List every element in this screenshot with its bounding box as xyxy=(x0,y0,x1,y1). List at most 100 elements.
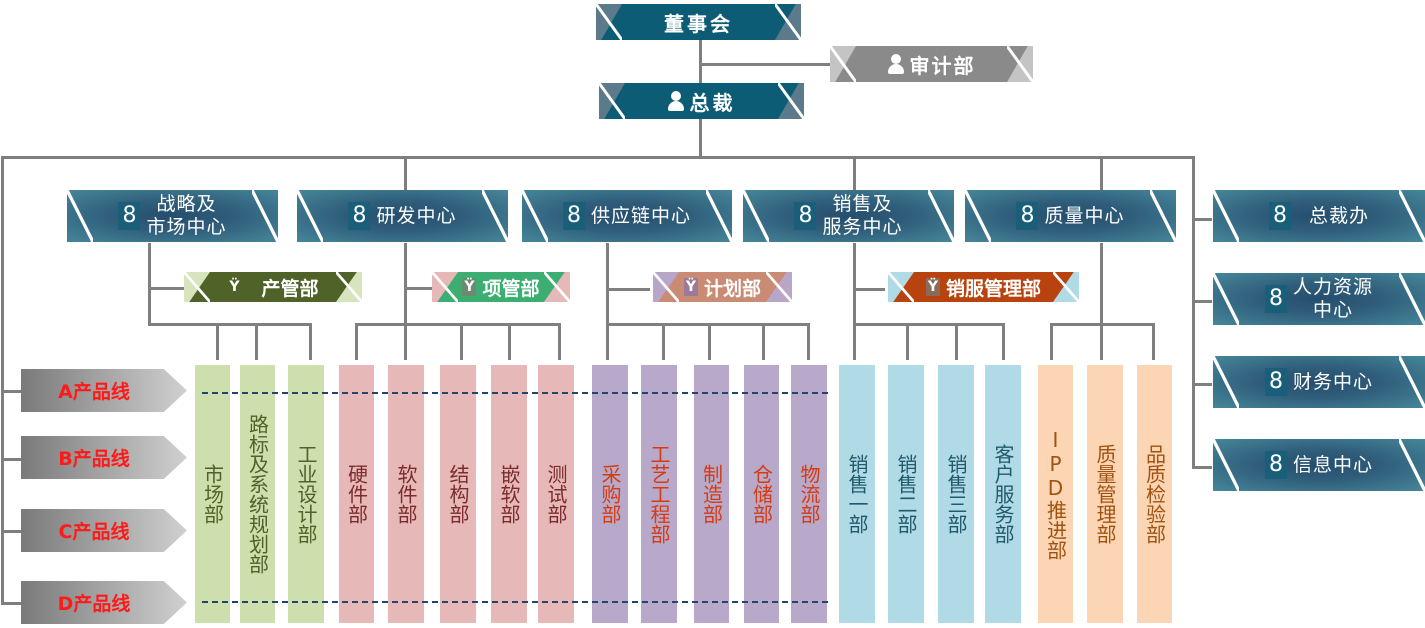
connector-quality-bus xyxy=(1050,323,1155,326)
slash-decoration xyxy=(1399,273,1425,325)
sub-dept-label: 销服管理部 xyxy=(945,277,1041,300)
connector-sales-down xyxy=(853,243,856,360)
side-center-hr[interactable]: 8 人力资源中心 xyxy=(1213,273,1425,325)
user-outline-icon: 8 xyxy=(1264,451,1287,479)
center-sales-service[interactable]: 8 销售及服务中心 xyxy=(743,190,954,242)
connector-tick xyxy=(955,323,958,360)
connector-tick xyxy=(662,323,665,360)
slash-decoration xyxy=(1399,439,1425,491)
connector-side-4 xyxy=(1192,466,1212,469)
department-column[interactable]: 销售一部 xyxy=(839,365,875,623)
product-line-a-guide xyxy=(202,392,828,394)
connector-tick xyxy=(255,323,258,360)
center-label: 质量中心 xyxy=(1044,204,1125,227)
slash-decoration xyxy=(1007,46,1033,82)
department-label: 制造部 xyxy=(699,464,724,524)
department-column[interactable]: IPD推进部 xyxy=(1038,365,1073,623)
slash-decoration xyxy=(1053,272,1079,302)
department-column[interactable]: 客户服务部 xyxy=(985,365,1021,623)
product-line-d[interactable]: D产品线 xyxy=(21,581,187,624)
side-center-label-line1: 人力资源 xyxy=(1292,276,1373,299)
slash-decoration xyxy=(599,83,625,119)
department-column[interactable]: 物流部 xyxy=(791,365,827,623)
department-column[interactable]: 品质检验部 xyxy=(1137,365,1172,623)
department-column[interactable]: 路标及系统规划部 xyxy=(240,365,275,623)
audit-box[interactable]: 审计部 xyxy=(830,46,1033,82)
department-column[interactable]: 仓储部 xyxy=(744,365,779,623)
user-outline-icon: 8 xyxy=(118,202,141,230)
slash-decoration xyxy=(522,190,548,242)
side-center-information[interactable]: 8 信息中心 xyxy=(1213,439,1425,491)
center-label: 研发中心 xyxy=(376,204,457,227)
connector-rd xyxy=(404,156,407,190)
department-column[interactable]: 销售二部 xyxy=(888,365,924,623)
slash-decoration xyxy=(766,272,792,302)
department-label: 品质检验部 xyxy=(1142,444,1167,544)
slash-decoration xyxy=(1150,190,1176,242)
product-line-c[interactable]: C产品线 xyxy=(21,509,187,552)
slash-decoration xyxy=(544,272,570,302)
department-column[interactable]: 工业设计部 xyxy=(288,365,324,623)
user-outline-icon: 8 xyxy=(562,202,585,230)
sub-dept-label: 产管部 xyxy=(261,277,319,300)
department-column[interactable]: 测试部 xyxy=(538,365,574,623)
slash-decoration xyxy=(1213,190,1239,242)
connector-main-bus xyxy=(1,156,1195,159)
connector-tick xyxy=(558,323,561,360)
department-column[interactable]: 工艺工程部 xyxy=(641,365,677,623)
slash-decoration xyxy=(184,272,210,302)
user-outline-icon: 8 xyxy=(794,202,817,230)
department-label: 物流部 xyxy=(797,464,821,524)
center-supply-chain[interactable]: 8 供应链中心 xyxy=(522,190,732,242)
connector-sales xyxy=(853,156,856,190)
person-cheer-icon: Ÿ xyxy=(683,278,698,296)
department-column[interactable]: 结构部 xyxy=(440,365,476,623)
product-line-a[interactable]: A产品线 xyxy=(21,369,187,412)
slash-decoration xyxy=(1399,190,1425,242)
board-box[interactable]: 董事会 xyxy=(596,4,801,40)
connector-tick xyxy=(762,323,765,360)
side-center-finance[interactable]: 8 财务中心 xyxy=(1213,356,1425,408)
center-strategy-marketing[interactable]: 8 战略及市场中心 xyxy=(67,190,278,242)
connector-tick xyxy=(460,323,463,360)
product-line-label: C产品线 xyxy=(58,521,130,543)
department-label: 工业设计部 xyxy=(294,444,318,544)
connector-quality xyxy=(1100,156,1103,190)
department-column[interactable]: 硬件部 xyxy=(339,365,374,623)
department-column[interactable]: 制造部 xyxy=(694,365,729,623)
connector-pl-c xyxy=(1,530,23,533)
department-label: 质量管理部 xyxy=(1093,444,1117,544)
department-column[interactable]: 软件部 xyxy=(388,365,424,623)
connector-tick xyxy=(1152,323,1155,360)
center-quality[interactable]: 8 质量中心 xyxy=(965,190,1176,242)
connector-side-2 xyxy=(1192,300,1212,303)
connector-ceo-down xyxy=(699,118,702,158)
department-column[interactable]: 嵌软部 xyxy=(491,365,527,623)
connector-rd-sub xyxy=(404,287,434,290)
connector-tick xyxy=(1050,323,1053,360)
product-line-b[interactable]: B产品线 xyxy=(21,436,187,479)
department-column[interactable]: 销售三部 xyxy=(938,365,974,623)
department-label: 销售二部 xyxy=(894,454,918,534)
slash-decoration xyxy=(965,190,991,242)
department-column[interactable]: 市场部 xyxy=(195,365,230,623)
department-column[interactable]: 质量管理部 xyxy=(1087,365,1123,623)
connector-tick xyxy=(355,323,358,360)
department-label: IPD推进部 xyxy=(1043,428,1068,560)
user-outline-icon: 8 xyxy=(348,202,371,230)
department-label: 工艺工程部 xyxy=(647,444,671,544)
slash-decoration xyxy=(67,190,93,242)
center-label: 供应链中心 xyxy=(590,204,691,227)
slash-decoration xyxy=(596,4,622,40)
slash-decoration xyxy=(830,46,856,82)
side-center-president-office[interactable]: 8 总裁办 xyxy=(1213,190,1425,242)
ceo-box[interactable]: 总裁 xyxy=(599,83,804,119)
slash-decoration xyxy=(1213,356,1239,408)
department-column[interactable]: 采购部 xyxy=(592,365,628,623)
department-label: 硬件部 xyxy=(344,464,369,524)
center-rd[interactable]: 8 研发中心 xyxy=(297,190,508,242)
